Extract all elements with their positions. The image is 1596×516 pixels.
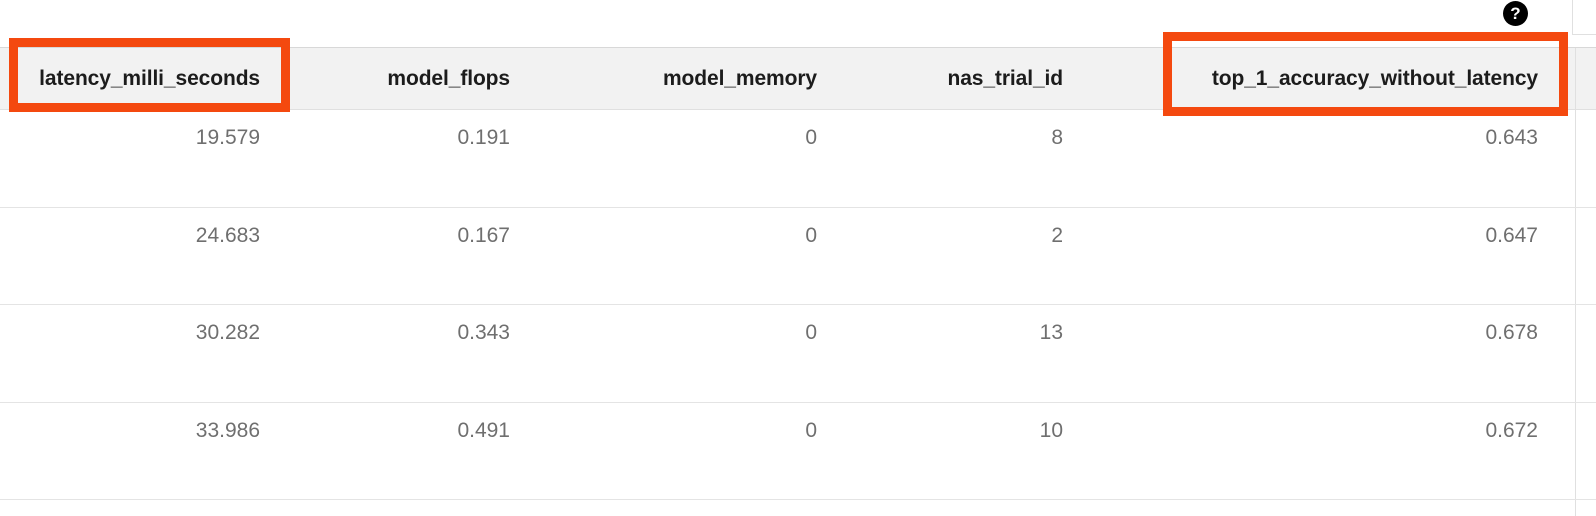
- table-cell-latency: 30.282: [195, 321, 260, 344]
- table-cell-extra: [1575, 110, 1596, 207]
- header-cell-top-1-accuracy-without-latency[interactable]: top_1_accuracy_without_latency: [1211, 66, 1538, 90]
- table-cell-trial-id: 13: [1039, 321, 1063, 344]
- table-cell-memory: 0: [805, 321, 817, 344]
- table-cell-flops: 0.491: [457, 418, 510, 442]
- table-cell-extra: [1575, 402, 1596, 499]
- header-cell-nas-trial-id[interactable]: nas_trial_id: [947, 66, 1063, 90]
- header-cell-latency-milli-seconds[interactable]: latency_milli_seconds: [39, 66, 260, 90]
- help-icon[interactable]: ?: [1503, 1, 1528, 26]
- table-cell-flops: 0.343: [457, 321, 510, 344]
- table-cell-accuracy: 0.672: [1485, 418, 1538, 442]
- table-cell-memory: 0: [805, 223, 817, 247]
- table-header-row: latency_milli_seconds model_flops model_…: [0, 47, 1596, 110]
- table-cell-latency: 19.579: [195, 126, 260, 149]
- table-cell-accuracy: 0.643: [1485, 126, 1538, 149]
- table-row[interactable]: 24.683 0.167 0 2 0.647: [0, 207, 1596, 305]
- nas-trials-metrics-table: latency_milli_seconds model_flops model_…: [0, 47, 1596, 516]
- header-cell-model-memory[interactable]: model_memory: [662, 66, 817, 90]
- header-cell-extra-column: [1575, 48, 1596, 109]
- table-cell-accuracy: 0.678: [1485, 321, 1538, 344]
- table-cell-extra: [1575, 207, 1596, 304]
- table-cell-trial-id: 2: [1051, 223, 1063, 247]
- table-cell-accuracy: 0.647: [1485, 223, 1538, 247]
- table-cell-trial-id: 10: [1039, 418, 1063, 442]
- table-row[interactable]: 33.986 0.491 0 10 0.672: [0, 402, 1596, 500]
- panel-corner-vertical-divider: [1572, 0, 1573, 34]
- table-cell-memory: 0: [805, 126, 817, 149]
- table-cell-extra: [1575, 305, 1596, 402]
- table-cell-memory: 0: [805, 418, 817, 442]
- table-row[interactable]: 19.579 0.191 0 8 0.643: [0, 110, 1596, 208]
- table-row[interactable]: 30.282 0.343 0 13 0.678: [0, 305, 1596, 403]
- table-cell-trial-id: 8: [1051, 126, 1063, 149]
- table-cell-flops: 0.167: [457, 223, 510, 247]
- panel-corner-horizontal-divider: [1572, 34, 1596, 35]
- table-cell-latency: 24.683: [195, 223, 260, 247]
- header-cell-model-flops[interactable]: model_flops: [387, 66, 510, 90]
- table-cell-flops: 0.191: [457, 126, 510, 149]
- table-cell-latency: 33.986: [195, 418, 260, 442]
- table-row[interactable]: [0, 500, 1596, 516]
